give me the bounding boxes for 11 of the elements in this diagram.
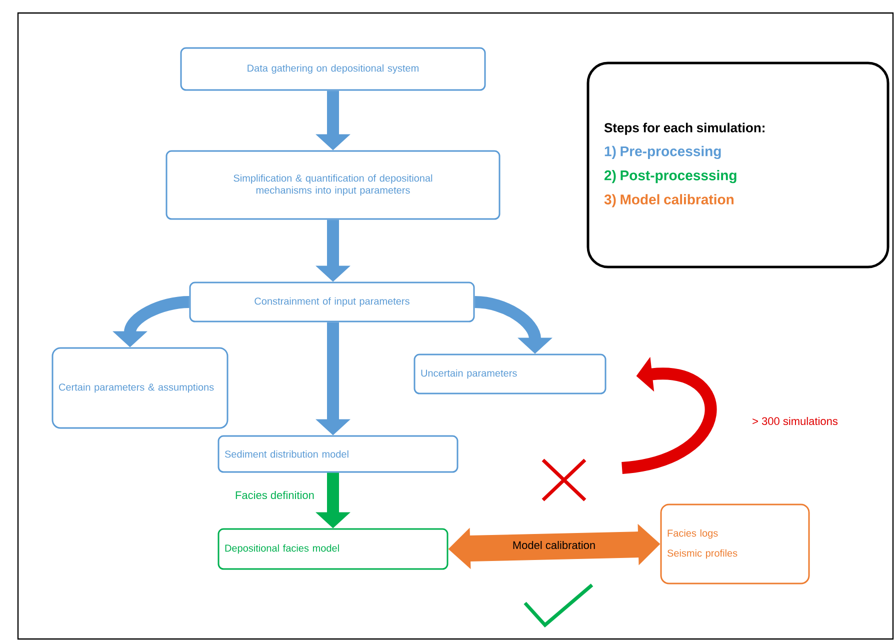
process-box: Sediment distribution model [218,435,458,473]
process-box: Certain parameters & assumptions [52,347,228,429]
edge-label: > 300 simulations [752,416,838,426]
edge-label: Facies definition [236,490,314,500]
process-box: Facies logs Seismic profiles [660,504,810,584]
process-box: Uncertain parameters [414,354,606,394]
process-box: Depositional facies model [218,528,448,570]
process-box: Simplification & quantification of depositional mechanisms into input parameters [166,150,500,220]
legend-box: Steps for each simulation: 1) Pre-processing 2) Post-processsing 3) Model calibration [586,62,890,268]
process-box: Constrainment of input parameters [189,282,475,322]
process-box: Data gathering on depositional system [180,47,486,91]
